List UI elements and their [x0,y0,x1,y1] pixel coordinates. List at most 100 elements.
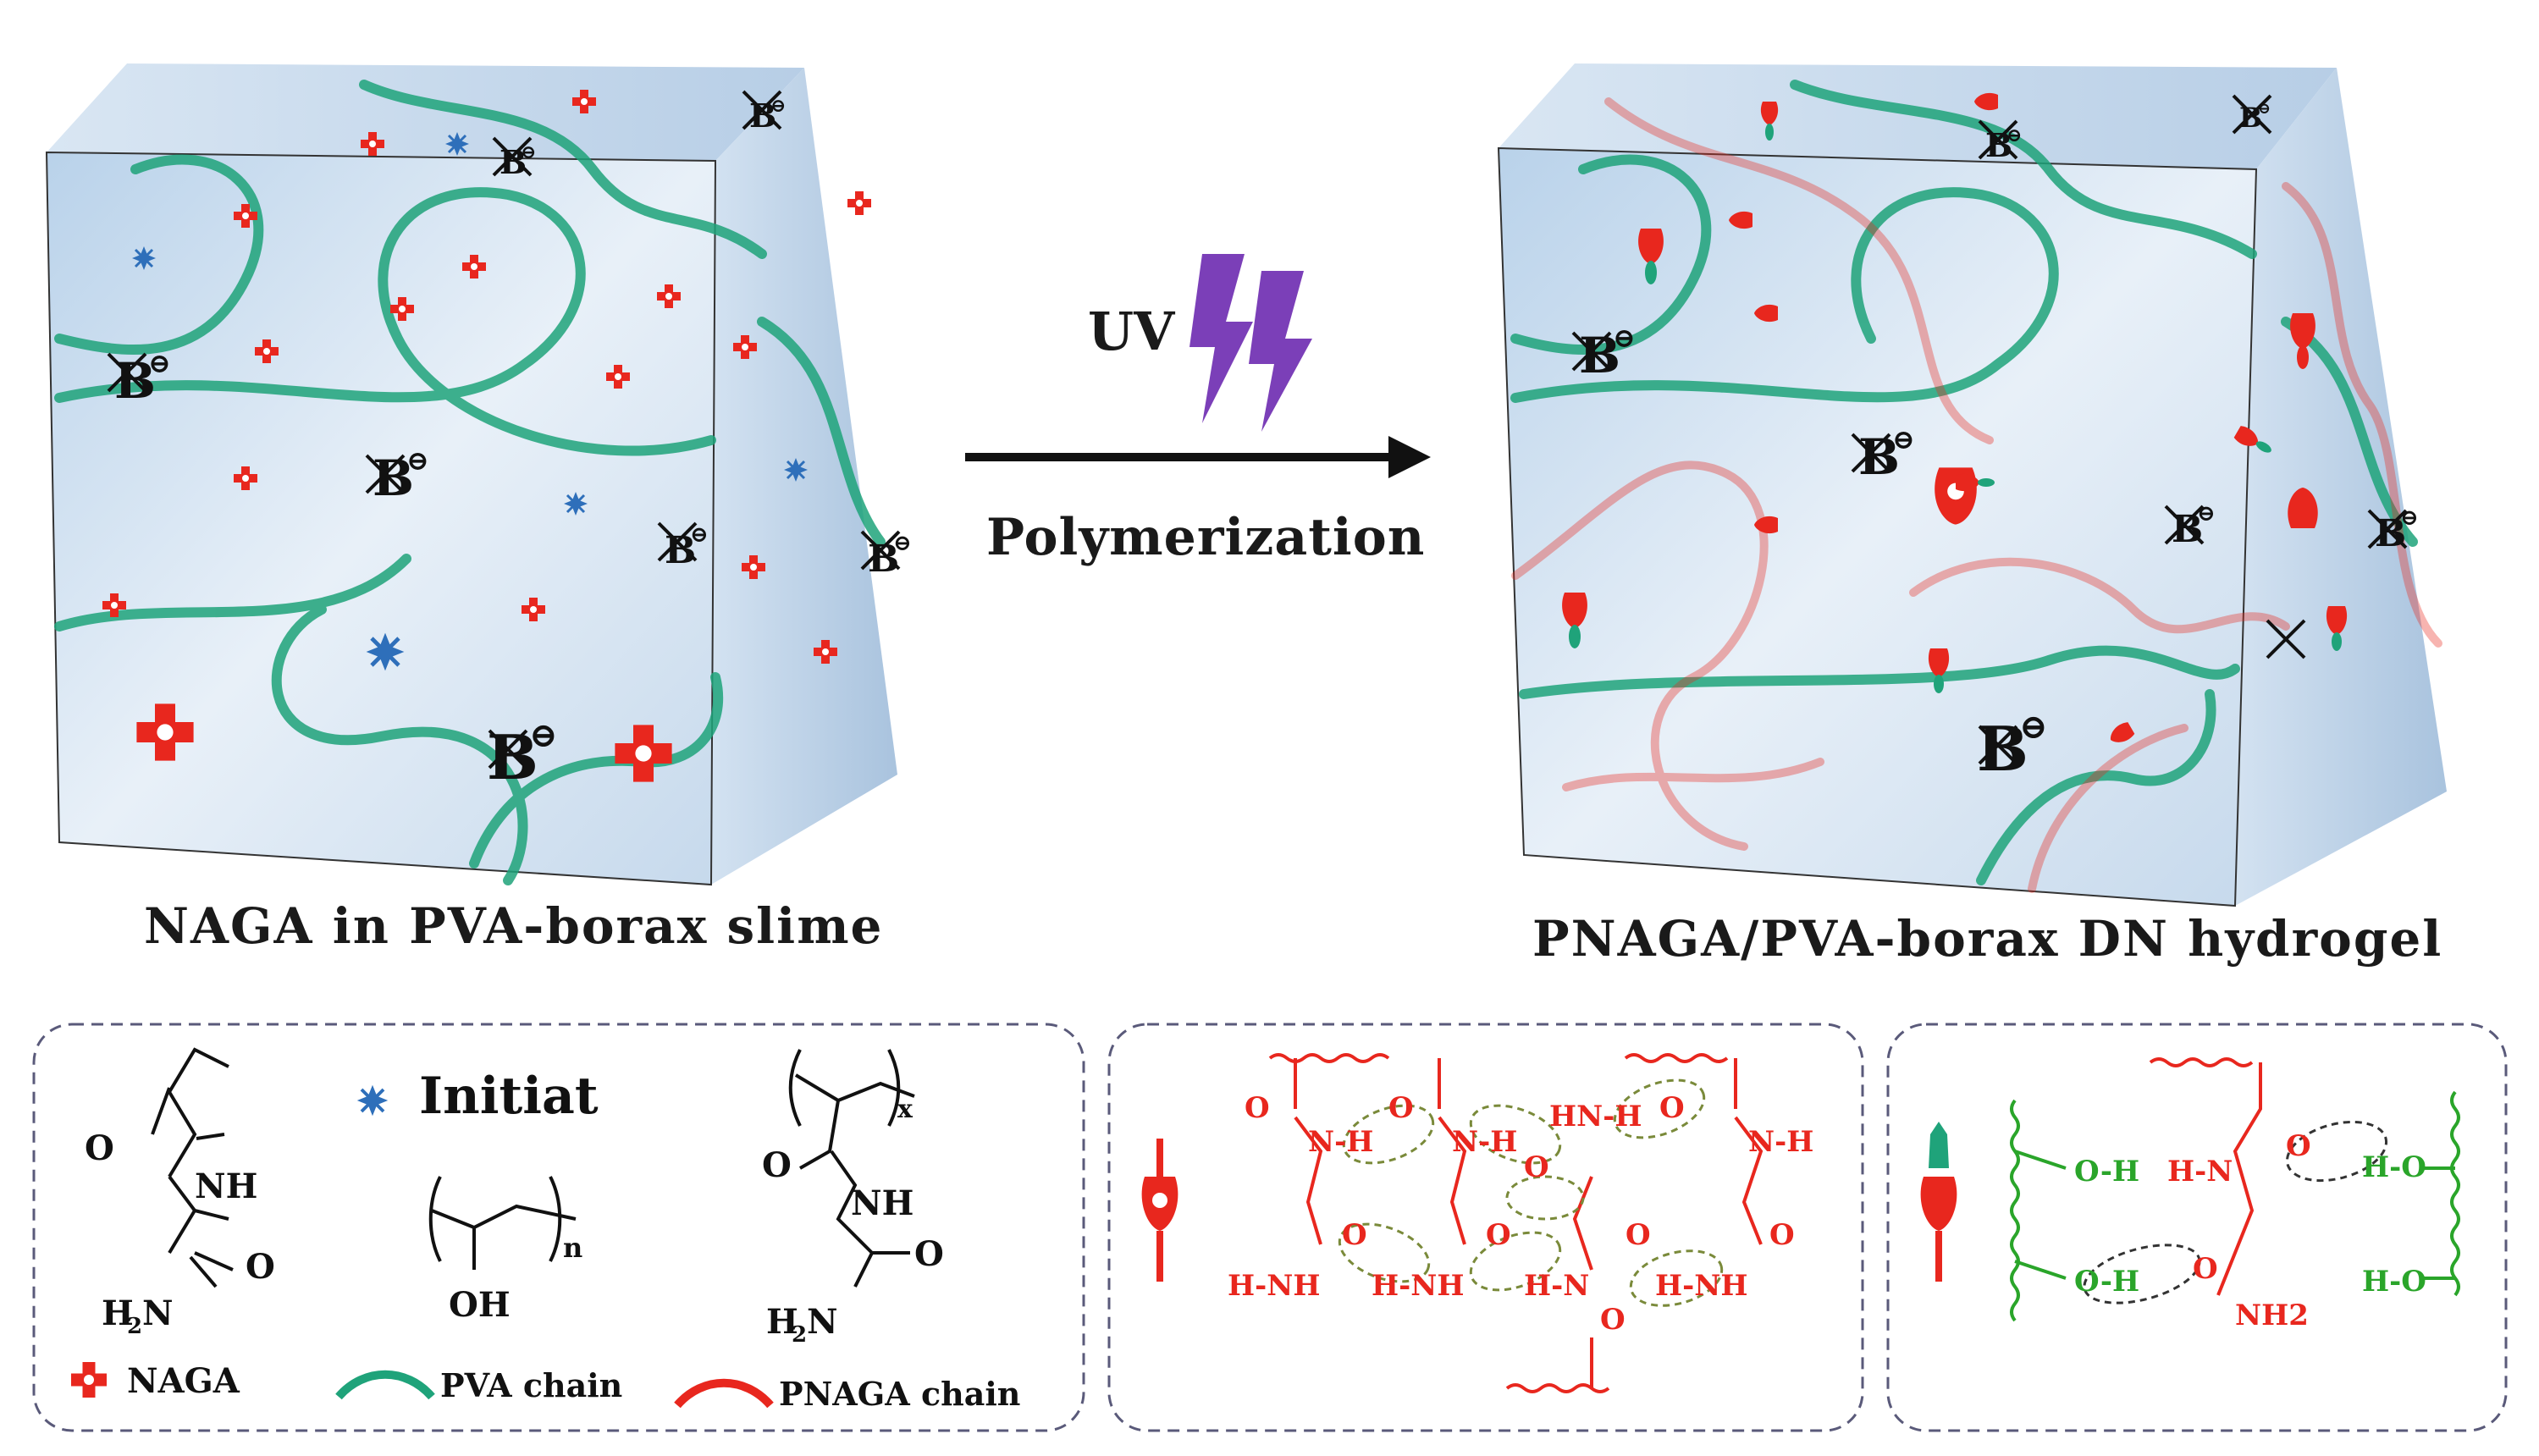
pva-pnaga-pair-icon [1920,1122,1957,1282]
svg-text:2: 2 [792,1322,807,1348]
hbond-label: O [1659,1091,1685,1125]
uv-bolt-icon [1189,254,1312,432]
left-cube-front-face [45,151,717,886]
svg-text:B: B [487,721,538,793]
svg-text:n: n [563,1232,582,1264]
svg-text:OH: OH [449,1285,511,1325]
hbond-label: H-O [2362,1150,2426,1184]
svg-text:B: B [1579,327,1620,384]
hbond-label: H-N [1524,1269,1589,1303]
right-cube-side-face [2235,68,2447,906]
pva-structure [428,1176,577,1270]
svg-text:O: O [85,1128,114,1168]
svg-text:H: H [766,1302,798,1342]
pnaga-backbone-right [2149,1057,2262,1296]
svg-text:NH: NH [195,1166,257,1206]
reaction-arrow [965,436,1431,478]
svg-text:⊖: ⊖ [690,522,709,548]
svg-text:B: B [373,449,414,507]
svg-text:⊖: ⊖ [2258,100,2271,118]
right-cube-front-face [1497,146,2258,907]
pnaga-legend-icon [674,1378,774,1409]
hbond-label: N-H [1748,1125,1813,1159]
svg-text:⊖: ⊖ [1613,322,1636,354]
svg-text:⊖: ⊖ [406,444,429,477]
hbond-label: H-NH [1372,1269,1464,1303]
hbond-pairs-right [1562,92,2348,742]
pnaga-structure [788,1049,915,1288]
svg-text:⊖: ⊖ [2019,707,2048,747]
hbond-label: O [1342,1218,1367,1252]
left-cube-caption: NAGA in PVA-borax slime [144,897,884,955]
left-cube-side-face [711,68,897,885]
right-cube: B⊖ B⊖ B⊖ B⊖ B⊖ B⊖ B⊖ [1497,63,2447,907]
hbond-label: N-H [1452,1125,1517,1159]
hbond-label: O-H [2074,1155,2139,1189]
pva-legend-label: PVA chain [440,1366,622,1404]
pva-backbones [2010,1090,2460,1322]
naga-structure [151,1047,234,1288]
svg-text:B: B [2172,508,2203,551]
pnaga-legend-label: PNAGA chain [779,1375,1020,1413]
hbond-label: O [2193,1252,2218,1286]
svg-text:⊖: ⊖ [529,715,558,755]
svg-text:B: B [2375,512,2406,555]
svg-text:N: N [807,1302,838,1342]
hbond-label: O-H [2074,1265,2139,1299]
pnaga-pair-icon [1141,1139,1178,1282]
svg-text:NH: NH [851,1183,913,1223]
svg-text:⊖: ⊖ [148,347,171,379]
svg-text:⊖: ⊖ [2400,505,2419,531]
hbond-label: O [1769,1218,1795,1252]
hbond-label: O [1524,1150,1549,1184]
svg-text:2: 2 [127,1314,142,1339]
naga-legend-icon [71,1362,107,1398]
svg-text:⊖: ⊖ [2197,501,2216,527]
hbond-label: O [1388,1091,1414,1125]
pnaga-chains-right [1511,97,2442,893]
polymerization-label: Polymerization [986,508,1426,567]
uv-label: UV [1088,301,1175,362]
naga-legend-label: NAGA [127,1361,240,1401]
hbond-label: O [1600,1303,1626,1337]
left-cube: B⊖ B⊖ B⊖ B⊖ B⊖ B⊖ B⊖ [45,63,912,886]
pva-chains-right [1510,80,2418,885]
svg-text:⊖: ⊖ [893,531,912,556]
hbond-ellipses [1338,1078,1724,1307]
svg-text:⊖: ⊖ [2006,124,2022,146]
svg-text:B: B [749,97,776,135]
svg-text:O: O [246,1247,275,1287]
svg-text:B: B [1977,713,2028,785]
hbond-label: H-N [2167,1155,2233,1189]
hbond-label: N-H [1308,1125,1373,1159]
initiator-legend-icon [355,1083,390,1118]
svg-text:B: B [1858,428,1900,486]
pva-chains-left [54,80,886,885]
hbond-label: H-O [2362,1265,2426,1299]
left-cube-top-face [47,63,804,161]
hbond-label: O [1626,1218,1651,1252]
svg-text:x: x [897,1095,913,1124]
initiator-label: Initiat [419,1067,599,1126]
svg-text:B: B [1985,126,2012,164]
svg-text:⊖: ⊖ [1892,423,1915,455]
borate-labels-right: B⊖ B⊖ B⊖ B⊖ B⊖ B⊖ B⊖ [1579,100,2419,785]
pva-structure-labels: OH n [449,1232,582,1325]
borate-labels-left: B⊖ B⊖ B⊖ B⊖ B⊖ B⊖ B⊖ [114,95,912,793]
hbond-label: NH2 [2235,1299,2309,1332]
svg-text:B: B [500,143,527,181]
svg-text:B: B [2239,102,2262,134]
pnaga-backbones [1268,1053,1764,1393]
svg-text:B: B [665,529,696,572]
svg-text:⊖: ⊖ [770,95,786,117]
hbond-label: O [1486,1218,1511,1252]
